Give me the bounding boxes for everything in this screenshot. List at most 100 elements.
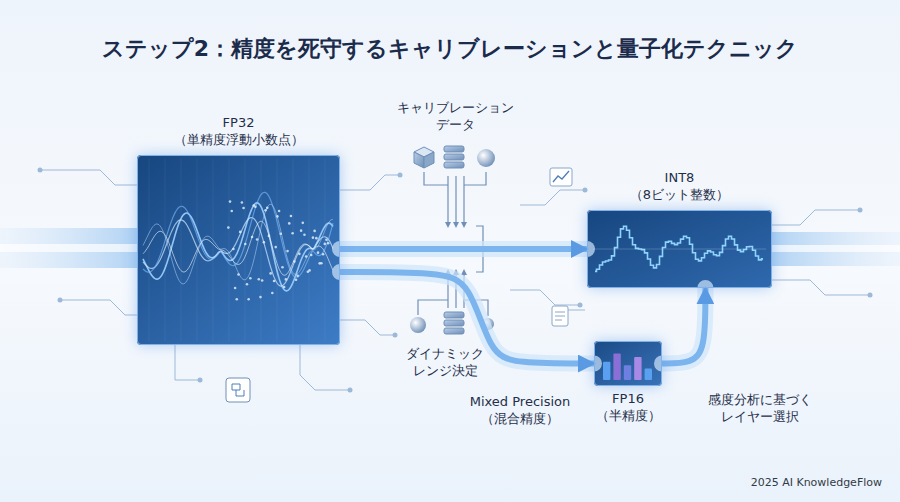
target-panel: INT8 （8ビット整数） [587,170,772,288]
decor-shape [312,236,315,239]
decor-shape [249,277,252,280]
decor-shape [246,283,249,286]
decor-shape [770,245,900,252]
decor-shape [645,368,652,380]
decor-shape [424,172,448,185]
annotation-label: キャリブレーション データ [390,100,520,134]
decor-shape [236,298,239,301]
decor-shape [259,296,262,299]
decor-shape [239,231,242,234]
decor-shape [175,345,200,380]
decor-shape [281,266,284,269]
decor-shape [444,146,464,152]
decor-shape [296,275,299,278]
decor-shape [315,237,318,240]
decor-shape [58,298,63,303]
decor-shape [320,262,323,265]
decor-shape [510,290,580,305]
decor-shape [247,298,250,301]
decor-shape [230,210,233,213]
decor-shape [245,159,246,341]
decor-shape [273,280,276,283]
decor-shape [279,232,282,235]
decor-shape [241,201,244,204]
decor-shape [232,248,235,251]
decor-shape [858,208,863,213]
decor-shape [283,286,286,289]
decor-shape [288,222,291,225]
decor-shape [271,292,274,295]
decor-shape [0,244,140,252]
decor-shape [444,154,464,160]
decor-shape [552,306,568,326]
decor-shape [300,229,303,232]
decor-shape [276,215,279,218]
title: ステップ2：精度を死守するキャリブレーションと量子化テクニック [0,34,900,64]
decor-shape [772,210,860,225]
annotation-label: Mixed Precision （混合精度） [460,394,580,428]
decor-shape [308,269,311,272]
node-heading: FP32 （単精度浮動小数点） [164,115,314,149]
decor-shape [593,249,766,250]
decor-shape [234,287,237,290]
decor-shape [242,207,245,210]
decor-shape [244,243,247,246]
decor-shape [143,221,333,275]
decor-shape [447,176,448,225]
decor-shape [60,300,137,315]
decor-shape [520,190,585,205]
decor-shape [624,365,631,380]
decor-shape [310,254,313,257]
decor-shape [229,159,230,341]
decor-shape [226,378,250,402]
decor-shape [301,222,304,225]
decor-shape [594,341,662,386]
decor-shape [226,378,250,402]
decor-shape [444,312,464,318]
node-heading: INT8 （8ビット整数） [625,170,735,204]
watermark: 2025 AI KnowledgeFlow [722,476,882,490]
decor-shape [261,279,264,282]
decor-shape [268,235,271,238]
decor-shape [229,200,232,203]
decor-shape [550,168,572,186]
decor-shape [313,230,316,233]
decor-shape [464,172,486,185]
decor-shape [232,384,244,396]
decor-shape [303,233,306,236]
decor-shape [258,278,261,281]
flow-arrow [340,246,587,252]
decor-shape [298,253,301,256]
decor-shape [453,222,459,228]
decor-shape [38,168,43,173]
node-heading: FP16 （半精度） [588,391,668,425]
decor-shape [291,232,294,235]
decor-shape [578,303,583,308]
decor-shape [340,175,400,190]
decor-shape [295,279,298,282]
decor-shape [323,243,326,246]
decor-shape [254,206,257,209]
decor-shape [445,222,451,228]
decor-shape [477,149,495,167]
decor-shape [325,238,328,241]
decor-shape [293,159,294,341]
decor-shape [263,241,266,244]
decor-shape [198,378,203,383]
decor-shape [264,209,267,212]
decor-shape [424,152,434,168]
decor-shape [583,188,588,193]
decor-shape [553,171,569,182]
decor-shape [455,176,456,225]
connector-group [340,249,587,250]
decor-shape [143,204,333,284]
decor-shape [181,159,182,341]
decor-shape [414,152,424,168]
decor-shape [603,362,610,380]
decor-shape [444,320,464,326]
decor-shape [772,280,870,295]
decor-shape [555,312,565,320]
decor-shape [251,236,254,239]
decor-shape [398,173,403,178]
